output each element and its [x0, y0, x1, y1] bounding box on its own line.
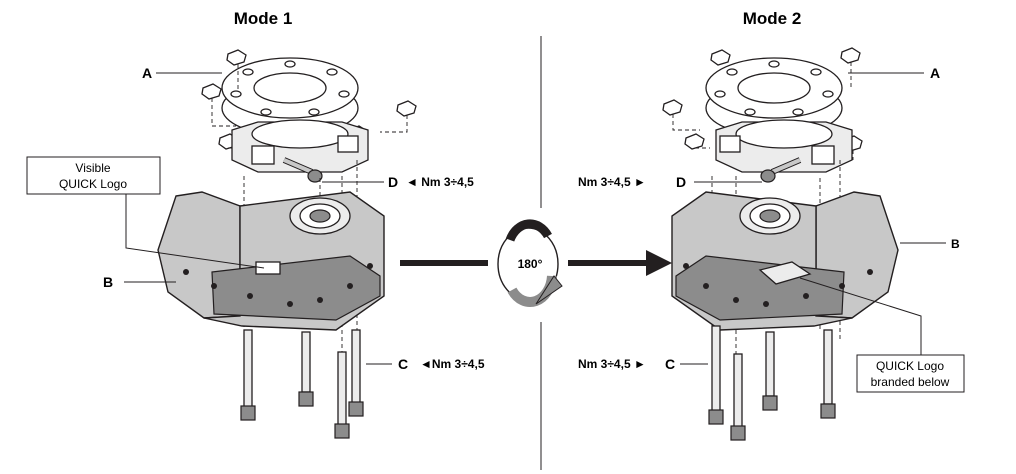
branded-logo-note-line1: QUICK Logo [876, 359, 944, 373]
rotation-arc-top [505, 219, 552, 242]
screw-d [282, 157, 323, 183]
branded-logo-note-box [856, 354, 965, 393]
branded-logo-leader [799, 277, 922, 355]
mode1-torque-d: ◄ Nm 3÷4,5 [406, 175, 474, 189]
mode1-label-a: A [142, 65, 152, 81]
mode1-label-d: D [388, 174, 398, 190]
right-arrow-bar [568, 260, 648, 266]
mode-1-assembly: Visible QUICK Logo A B D ◄ Nm 3÷4,5 C ◄N… [26, 49, 485, 439]
mode2-label-d: D [676, 174, 686, 190]
long-screws-c [240, 329, 364, 439]
screw-d [760, 157, 802, 183]
rotation-angle-label: 180° [518, 257, 543, 271]
mode1-label-b: B [103, 274, 113, 290]
mode-2-title: Mode 2 [743, 9, 802, 28]
visible-logo-note-line2: QUICK Logo [59, 177, 127, 191]
mode2-torque-c: Nm 3÷4,5 ► [578, 357, 646, 371]
flange-nuts [662, 47, 863, 152]
rotation-arrowhead-icon [535, 275, 563, 305]
mode2-label-c: C [665, 356, 675, 372]
right-arrowhead-icon [646, 250, 672, 276]
rotation-180-symbol: 180° [400, 219, 672, 307]
left-arrow-bar [400, 260, 488, 266]
mode-1-title: Mode 1 [234, 9, 293, 28]
long-screws-c [708, 325, 836, 441]
gearbox-b [157, 191, 385, 331]
visible-logo-note-line1: Visible [75, 161, 110, 175]
mode2-label-a: A [930, 65, 940, 81]
mounting-block [715, 119, 853, 173]
mode2-label-b: B [951, 237, 960, 251]
visible-logo-note-box [26, 156, 161, 195]
branded-logo-note-line2: branded below [871, 375, 950, 389]
mode2-torque-d: Nm 3÷4,5 ► [578, 175, 646, 189]
mode-2-assembly: QUICK Logo branded below A B Nm 3÷4,5 ► … [578, 47, 965, 441]
mounting-block [231, 119, 369, 173]
mode1-torque-c: ◄Nm 3÷4,5 [420, 357, 485, 371]
mode1-label-c: C [398, 356, 408, 372]
visible-logo-leader [125, 194, 265, 269]
gearbox-b [671, 191, 899, 331]
